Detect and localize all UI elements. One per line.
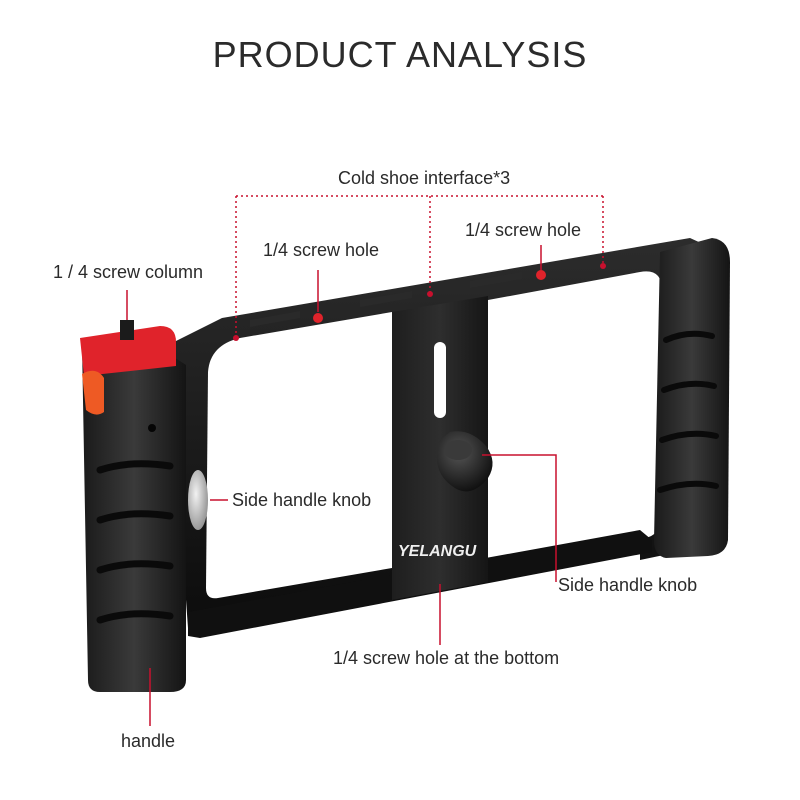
brand-logo: YELANGU bbox=[398, 543, 477, 560]
adjustment-slot bbox=[434, 342, 446, 418]
side-knob-icon bbox=[188, 470, 208, 530]
label-side-knob-center: Side handle knob bbox=[558, 575, 698, 595]
page-title: PRODUCT ANALYSIS bbox=[212, 34, 588, 75]
leader-lines bbox=[126, 245, 557, 726]
label-handle: handle bbox=[121, 731, 176, 751]
label-side-knob-left: Side handle knob bbox=[232, 490, 372, 510]
label-cold-shoe: Cold shoe interface*3 bbox=[338, 168, 511, 188]
screw-column-icon bbox=[120, 320, 134, 340]
screw-hole-right-icon bbox=[536, 270, 546, 280]
center-knob bbox=[436, 431, 493, 492]
red-cap bbox=[80, 326, 176, 376]
label-screw-hole-right: 1/4 screw hole bbox=[465, 220, 582, 240]
label-screw-hole-left: 1/4 screw hole bbox=[263, 240, 380, 260]
right-handle bbox=[654, 238, 730, 558]
screw-hole-left-icon bbox=[313, 313, 323, 323]
label-screw-column: 1 / 4 screw column bbox=[53, 262, 204, 282]
cold-shoe-leader bbox=[235, 195, 604, 336]
label-screw-hole-bottom: 1/4 screw hole at the bottom bbox=[333, 648, 560, 668]
left-handle bbox=[80, 320, 208, 692]
